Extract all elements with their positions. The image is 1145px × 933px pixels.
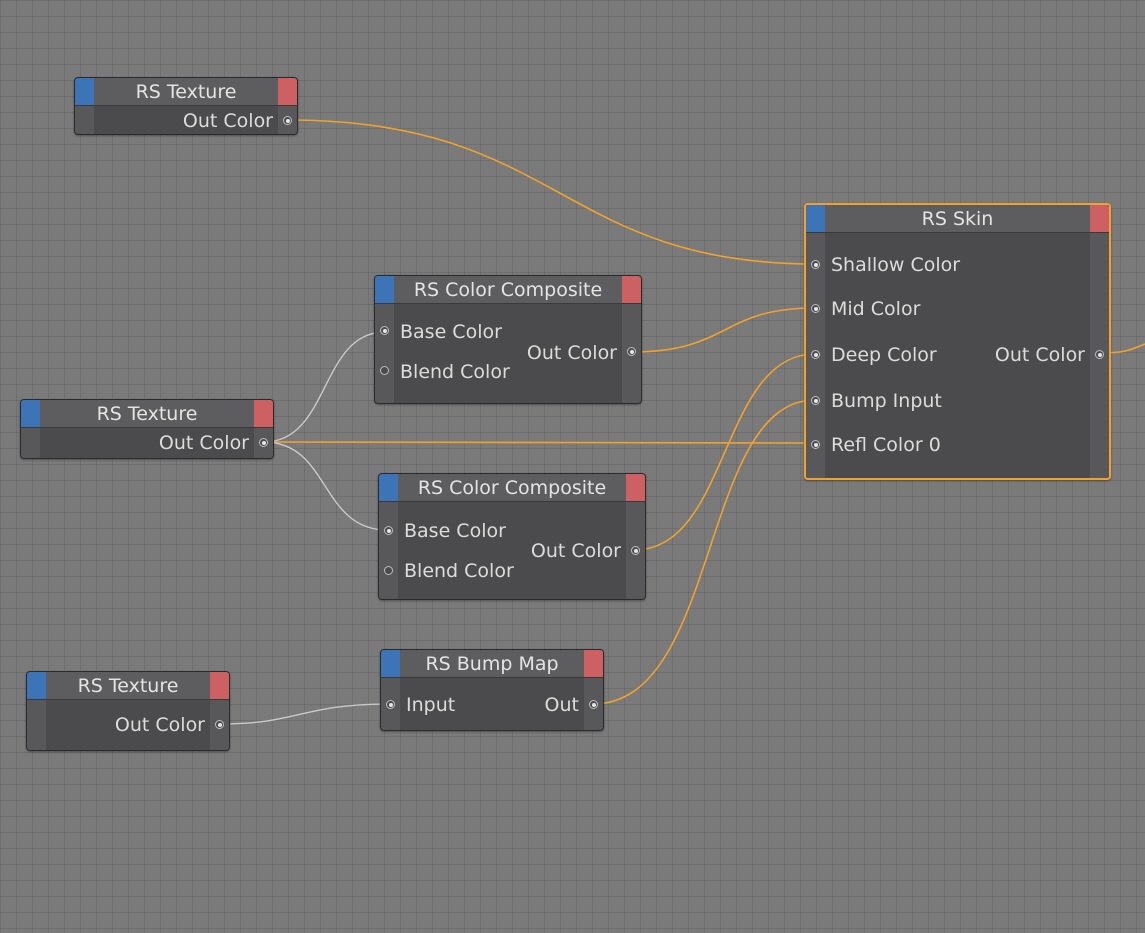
port-label-out-color: Out Color	[530, 540, 621, 562]
input-cap[interactable]	[381, 650, 400, 677]
port-label-deep-color: Deep Color	[831, 344, 937, 366]
port-input[interactable]	[386, 700, 395, 709]
port-label-out-color: Out Color	[182, 110, 273, 132]
node-rs-bump-map[interactable]: RS Bump Map Input Out	[380, 649, 604, 731]
port-out-color[interactable]	[631, 546, 640, 555]
output-cap[interactable]	[626, 474, 645, 501]
port-label-blend-color: Blend Color	[404, 560, 514, 582]
port-blend-color[interactable]	[380, 366, 389, 375]
wire-composite1-to-mid-color[interactable]	[631, 307, 816, 353]
node-header[interactable]	[21, 400, 273, 428]
input-cap[interactable]	[379, 474, 398, 501]
port-label-input: Input	[406, 694, 456, 716]
input-cap[interactable]	[21, 400, 40, 427]
input-side-strip	[75, 106, 94, 134]
port-out-color[interactable]	[259, 438, 268, 447]
node-rs-texture-2[interactable]: RS Texture Out Color	[20, 399, 274, 459]
node-title: RS Color Composite	[413, 279, 603, 301]
node-header[interactable]	[27, 672, 229, 700]
node-header[interactable]	[379, 474, 645, 502]
node-header[interactable]	[381, 650, 603, 678]
node-rs-texture-3[interactable]: RS Texture Out Color	[26, 671, 230, 751]
port-out-color[interactable]	[627, 347, 636, 356]
port-bump-input[interactable]	[811, 396, 820, 405]
port-out-color[interactable]	[215, 720, 224, 729]
input-cap[interactable]	[375, 276, 394, 303]
port-label-shallow-color: Shallow Color	[831, 254, 961, 276]
node-header[interactable]	[75, 78, 297, 106]
input-side-strip	[375, 304, 394, 403]
port-deep-color[interactable]	[811, 350, 820, 359]
port-base-color[interactable]	[380, 326, 389, 335]
port-label-base-color: Base Color	[404, 520, 506, 542]
node-title: RS Texture	[77, 675, 179, 697]
port-label-base-color: Base Color	[400, 321, 502, 343]
output-cap[interactable]	[278, 78, 297, 105]
port-label-out: Out	[544, 694, 579, 716]
port-out[interactable]	[589, 700, 598, 709]
wire-composite2-to-deep-color[interactable]	[633, 353, 816, 551]
port-label-out-color: Out Color	[158, 432, 249, 454]
port-blend-color[interactable]	[384, 566, 393, 575]
node-rs-texture-1[interactable]: RS Texture Out Color	[74, 77, 298, 135]
port-label-out-color: Out Color	[114, 714, 205, 736]
port-out-color[interactable]	[283, 116, 292, 125]
port-label-out-color: Out Color	[994, 344, 1085, 366]
node-title: RS Bump Map	[425, 653, 559, 675]
output-cap[interactable]	[1090, 205, 1109, 232]
node-title: RS Color Composite	[417, 477, 607, 499]
output-cap[interactable]	[584, 650, 603, 677]
wire-texture2-to-refl-color[interactable]	[263, 441, 816, 444]
port-label-blend-color: Blend Color	[400, 361, 510, 383]
node-rs-color-composite-2[interactable]: RS Color Composite Base Color Blend Colo…	[378, 473, 646, 600]
input-cap[interactable]	[806, 205, 825, 232]
wire-texture2-to-composite1-base[interactable]	[263, 331, 386, 443]
input-cap[interactable]	[75, 78, 94, 105]
wire-texture3-to-bump-input[interactable]	[219, 703, 392, 725]
port-label-out-color: Out Color	[526, 342, 617, 364]
port-shallow-color[interactable]	[811, 260, 820, 269]
node-title: RS Texture	[135, 81, 237, 103]
port-label-refl-color-0: Refl Color 0	[831, 434, 941, 456]
input-side-strip	[379, 502, 398, 599]
port-refl-color-0[interactable]	[811, 440, 820, 449]
output-cap[interactable]	[254, 400, 273, 427]
port-label-bump-input: Bump Input	[831, 390, 942, 412]
input-side-strip	[27, 700, 46, 750]
port-mid-color[interactable]	[811, 304, 820, 313]
input-side-strip	[21, 428, 40, 458]
port-out-color[interactable]	[1095, 350, 1104, 359]
wire-texture2-to-composite2-base[interactable]	[263, 441, 388, 531]
input-cap[interactable]	[27, 672, 46, 699]
output-cap[interactable]	[622, 276, 641, 303]
node-title: RS Texture	[96, 403, 198, 425]
node-title: RS Skin	[921, 208, 994, 230]
node-header[interactable]	[806, 205, 1109, 233]
node-rs-color-composite-1[interactable]: RS Color Composite Base Color Blend Colo…	[374, 275, 642, 404]
port-label-mid-color: Mid Color	[831, 298, 921, 320]
output-cap[interactable]	[210, 672, 229, 699]
node-rs-skin[interactable]: RS Skin Shallow Color Mid Color Deep Col…	[804, 203, 1111, 480]
port-base-color[interactable]	[384, 526, 393, 535]
node-header[interactable]	[375, 276, 641, 304]
wire-texture1-to-shallow-color[interactable]	[287, 119, 816, 265]
